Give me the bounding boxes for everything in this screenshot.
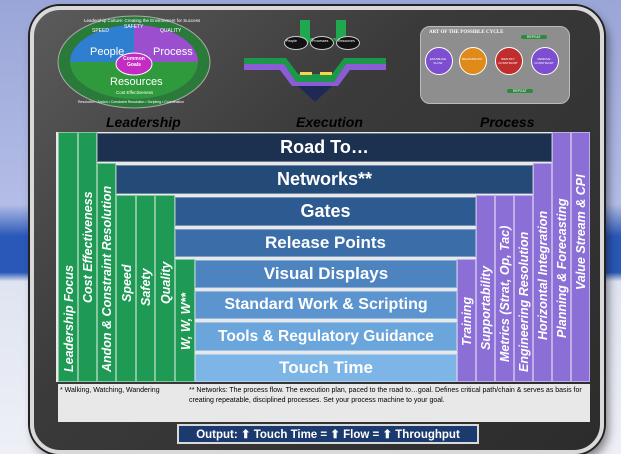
step-1: [425, 47, 453, 75]
header-execution: Execution: [296, 114, 363, 130]
step-1-label: ESTABLISH FLOW: [429, 57, 447, 65]
arc-text: Leadership Culture: Creating the Environ…: [84, 18, 201, 23]
bar-tools: Tools & Regulatory Guidance: [195, 322, 457, 351]
step-4: [531, 47, 559, 75]
label-value-stream: Value Stream & CPI: [574, 174, 588, 290]
node-resources: [336, 36, 360, 50]
step-2: [459, 47, 487, 75]
bar-road-to: Road To…: [97, 133, 552, 162]
repeat-bottom-arrow: REPEAT: [507, 89, 533, 93]
col-horizontal: [533, 163, 552, 382]
bottom-arc-text: Resolution • Andon • Constraint Resoluti…: [78, 100, 185, 104]
speed-label: SPEED: [92, 28, 109, 34]
art-of-possible-cycle: ART OF THE POSSIBLE CYCLE REPEAT ESTABLI…: [420, 26, 570, 104]
output-box: Output: ⬆ Touch Time = ⬆ Flow = ⬆ Throug…: [177, 424, 479, 444]
process-label: Process: [153, 46, 193, 58]
label-engineering: Engineering Resolution: [517, 231, 531, 372]
step-2-label: MEASURE KIP: [461, 57, 483, 61]
col-leadership-focus: [58, 132, 78, 382]
col-training: [457, 259, 476, 382]
execution-flow: People Processes Resources: [240, 14, 390, 110]
cycle-title: ART OF THE POSSIBLE CYCLE: [429, 30, 504, 35]
bar-release-points: Release Points: [175, 229, 476, 257]
step-3-label: IDENTIFY CONSTRAINT: [498, 57, 518, 65]
footnote-right: ** Networks: The process flow. The execu…: [189, 387, 582, 404]
col-engineering: [514, 195, 533, 382]
label-www: W, W, W**: [179, 292, 193, 350]
node-resources-label: Resources: [338, 39, 355, 43]
col-speed: [116, 195, 136, 382]
label-horizontal: Horizontal Integration: [536, 210, 550, 340]
bar-visual-displays: Visual Displays: [195, 260, 457, 288]
step-4-label: REMOVE CONSTRAINT: [534, 57, 554, 65]
footnote-left: * Walking, Watching, Wandering: [60, 387, 160, 394]
node-people-label: People: [286, 39, 297, 43]
footnote-area: [58, 384, 590, 422]
bar-touch-time: Touch Time: [195, 354, 457, 382]
bar-networks: Networks**: [116, 165, 533, 194]
node-people: [284, 36, 308, 50]
header-leadership: Leadership: [106, 114, 181, 130]
col-planning: [552, 132, 571, 382]
label-quality: Quality: [159, 261, 173, 304]
col-value-stream: [571, 132, 590, 382]
step-3: [495, 47, 523, 75]
label-andon: Andon & Constraint Resolution: [100, 185, 114, 372]
label-cost-effectiveness: Cost Effectiveness: [81, 191, 95, 303]
col-www: [175, 259, 195, 382]
people-label: People: [90, 46, 125, 58]
cost-label: Cost Effectiveness: [116, 90, 154, 95]
label-leadership-focus: Leadership Focus: [62, 265, 76, 372]
repeat-top-arrow: REPEAT: [521, 35, 547, 39]
col-safety: [136, 195, 155, 382]
bar-standard-work: Standard Work & Scripting: [195, 291, 457, 319]
label-supportability: Supportability: [479, 265, 493, 350]
label-planning: Planning & Forecasting: [555, 198, 569, 338]
bar-gates: Gates: [175, 197, 476, 226]
label-training: Training: [460, 296, 474, 346]
leadership-wheel: Leadership Culture: Creating the Environ…: [56, 14, 212, 110]
resources-label: Resources: [110, 76, 163, 88]
label-safety: Safety: [139, 268, 153, 306]
label-speed: Speed: [120, 264, 134, 302]
safety-label: SAFETY: [124, 24, 144, 30]
col-andon: [97, 163, 116, 382]
col-supportability: [476, 195, 495, 382]
quality-label: QUALITY: [160, 28, 182, 34]
label-metrics: Metrics (Strat, Op, Tac): [498, 225, 512, 362]
col-cost-effectiveness: [78, 132, 97, 382]
node-processes: [310, 36, 334, 50]
header-process: Process: [480, 114, 535, 130]
col-metrics: [495, 195, 514, 382]
common-goals-label: Common Goals: [123, 56, 145, 68]
col-quality: [155, 195, 175, 382]
node-processes-label: Processes: [312, 39, 329, 43]
